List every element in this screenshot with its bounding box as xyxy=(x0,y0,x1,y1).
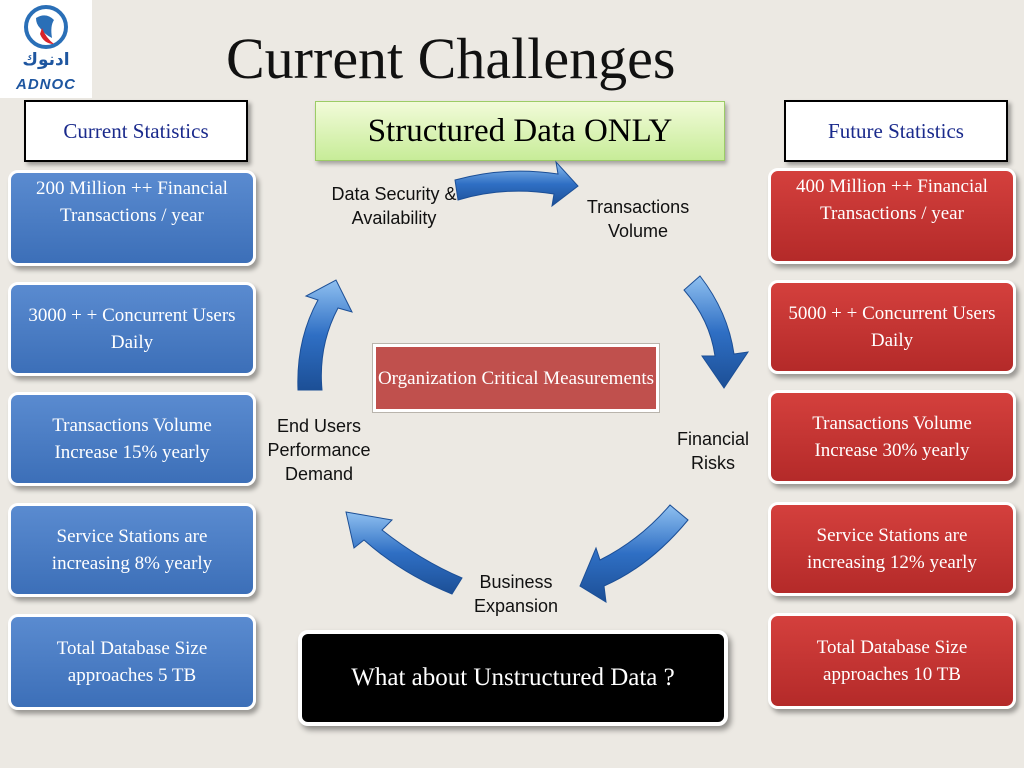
future-stat-transactions: 400 Million ++ Financial Transactions / … xyxy=(768,168,1016,264)
logo-arabic-text: ادنوك xyxy=(22,50,70,70)
unstructured-data-question: What about Unstructured Data ? xyxy=(298,630,728,726)
organization-critical-measurements: Organization Critical Measurements xyxy=(372,343,660,413)
falcon-icon xyxy=(24,5,68,49)
cycle-label-transactions: Transactions Volume xyxy=(586,197,690,241)
cycle-label-security: Data Security & Availability xyxy=(331,184,457,228)
current-stat-transactions: 200 Million ++ Financial Transactions / … xyxy=(8,170,256,266)
arrow-transactions-to-financial xyxy=(683,275,750,389)
arrow-business-to-endusers xyxy=(345,511,463,595)
cycle-label-financial: Financial Risks xyxy=(676,429,750,473)
arrow-endusers-to-security xyxy=(297,279,353,391)
future-statistics-header: Future Statistics xyxy=(784,100,1008,162)
structured-data-banner: Structured Data ONLY xyxy=(315,101,725,161)
future-stat-volume: Transactions Volume Increase 30% yearly xyxy=(768,390,1016,484)
adnoc-logo: ادنوك ADNOC xyxy=(0,0,92,98)
arrow-security-to-transactions xyxy=(454,160,579,208)
current-stat-database: Total Database Size approaches 5 TB xyxy=(8,614,256,710)
logo-english-text: ADNOC xyxy=(16,76,76,93)
future-stat-users: 5000 + + Concurrent Users Daily xyxy=(768,280,1016,374)
future-stat-stations: Service Stations are increasing 12% year… xyxy=(768,502,1016,596)
current-statistics-header: Current Statistics xyxy=(24,100,248,162)
cycle-label-business: Business Expansion xyxy=(473,572,559,616)
current-stat-users: 3000 + + Concurrent Users Daily xyxy=(8,282,256,376)
future-stat-database: Total Database Size approaches 10 TB xyxy=(768,613,1016,709)
cycle-label-end-users: End Users Performance Demand xyxy=(267,416,371,484)
arrow-financial-to-business xyxy=(579,504,689,603)
current-stat-volume: Transactions Volume Increase 15% yearly xyxy=(8,392,256,486)
current-stat-stations: Service Stations are increasing 8% yearl… xyxy=(8,503,256,597)
page-title: Current Challenges xyxy=(226,26,676,91)
